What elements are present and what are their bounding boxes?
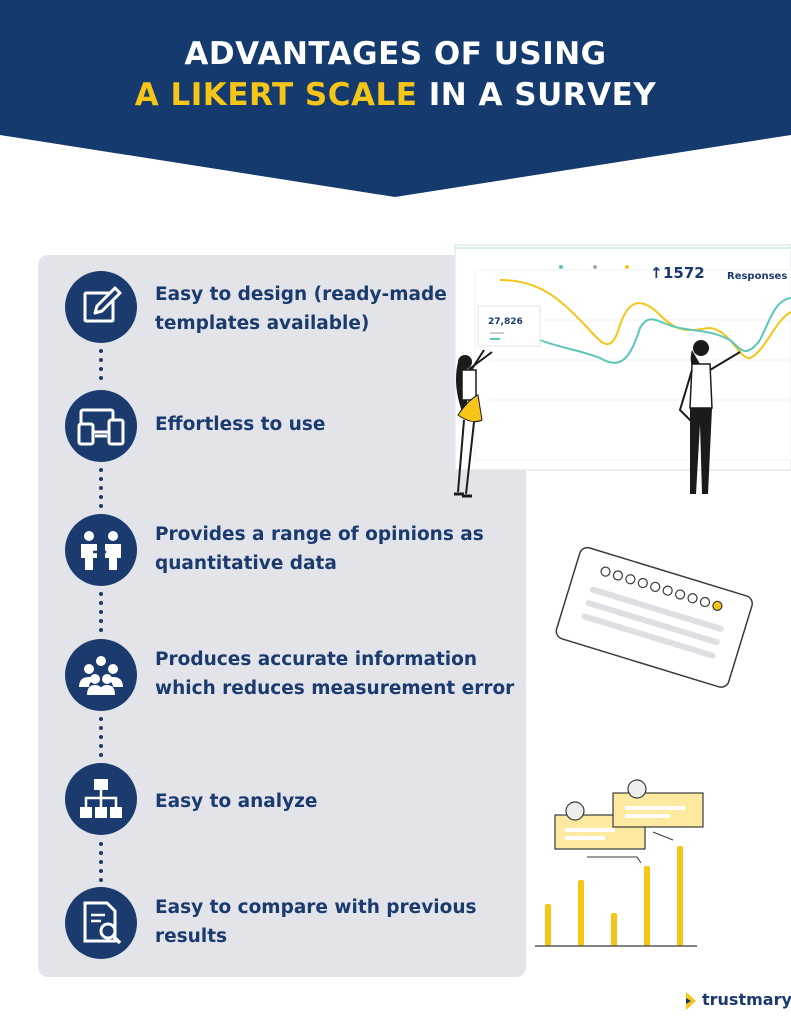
advantages-panel <box>38 255 526 977</box>
exchange-people-icon <box>65 514 137 586</box>
advantage-line: Easy to analyze <box>155 791 318 812</box>
advantage-text-2: Effortless to use <box>155 410 515 439</box>
dashboard-illustration: ↑ 1572 Responses 27,826 <box>430 240 791 510</box>
bars-illustration <box>535 770 705 955</box>
responses-value: 1572 <box>663 264 705 282</box>
advantage-line: Effortless to use <box>155 414 326 435</box>
trustmary-logo-icon <box>686 992 696 1010</box>
devices-icon <box>65 390 137 462</box>
responses-label: Responses <box>727 271 787 282</box>
document-search-icon <box>65 887 137 959</box>
advantage-line: results <box>155 926 228 947</box>
title-rest: IN A SURVEY <box>417 77 657 113</box>
title-accent: A LIKERT SCALE <box>134 77 418 113</box>
title-line-1: ADVANTAGES OF USING <box>184 36 607 72</box>
likert-card-illustration <box>555 540 755 690</box>
advantage-text-4: Produces accurate information which redu… <box>155 645 515 703</box>
connector-dots <box>98 468 104 513</box>
connector-dots <box>98 842 104 887</box>
advantage-line: Provides a range of opinions as <box>155 524 484 545</box>
advantage-line: Produces accurate information <box>155 649 478 670</box>
connector-dots <box>98 717 104 762</box>
advantage-text-5: Easy to analyze <box>155 787 515 816</box>
advantage-text-6: Easy to compare with previous results <box>155 893 515 951</box>
svg-text:↑: ↑ <box>650 264 663 282</box>
card-value: 27,826 <box>488 317 523 327</box>
group-icon <box>65 639 137 711</box>
title-line-2: A LIKERT SCALE IN A SURVEY <box>0 77 791 113</box>
connector-dots <box>98 349 104 385</box>
advantage-line: which reduces measurement error <box>155 678 515 699</box>
edit-icon <box>65 271 137 343</box>
advantage-line: Easy to compare with previous <box>155 897 477 918</box>
connector-dots <box>98 592 104 637</box>
brand-name: trustmary <box>702 990 791 1009</box>
advantage-text-1: Easy to design (ready-made templates ava… <box>155 280 515 338</box>
header-banner: ADVANTAGES OF USING A LIKERT SCALE IN A … <box>0 0 791 200</box>
hierarchy-icon <box>65 763 137 835</box>
advantage-line: Easy to design (ready-made <box>155 284 447 305</box>
advantage-line: templates available) <box>155 313 370 334</box>
advantage-line: quantitative data <box>155 553 337 574</box>
header-background <box>0 0 791 197</box>
advantage-text-3: Provides a range of opinions as quantita… <box>155 520 515 578</box>
